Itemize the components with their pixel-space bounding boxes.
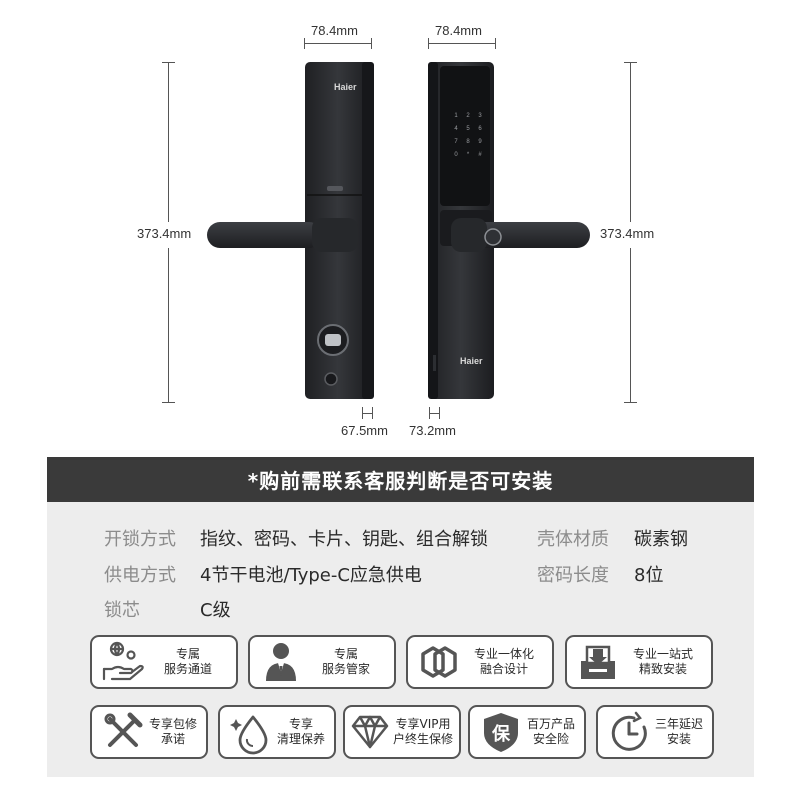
lock-drawing: Haier Haier 1 2 3 4 5 6 7 8 9 0 * #	[207, 62, 590, 399]
install-box-icon	[575, 639, 621, 685]
clock-icon	[606, 709, 652, 755]
brand-logo-front: Haier	[460, 356, 483, 366]
service-badge-vip: 专享VIP用户终生保修	[343, 705, 461, 759]
butler-icon	[258, 639, 304, 685]
keypad-key: 1	[454, 113, 458, 119]
install-notice: *购前需联系客服判断是否可安装	[47, 457, 754, 502]
keypad-key: 6	[478, 126, 482, 132]
keypad-key: 3	[478, 113, 482, 119]
height-line-right	[630, 62, 631, 222]
keypad-key: *	[467, 152, 470, 158]
service-badge-design: 专业一体化融合设计	[406, 635, 554, 689]
keypad-key: 8	[466, 139, 470, 145]
width-label-left: 78.4mm	[311, 23, 358, 38]
keypad-key: 0	[454, 152, 458, 158]
keypad: 1 2 3 4 5 6 7 8 9 0 * #	[454, 113, 482, 158]
keypad-key: 9	[478, 139, 482, 145]
tools-icon	[100, 709, 146, 755]
keypad-key: 4	[454, 126, 458, 132]
fingerprint-sensor	[484, 228, 502, 246]
lock-back-view	[207, 62, 374, 399]
service-badge-repair: 专享包修承诺	[90, 705, 208, 759]
width-line-right	[428, 43, 496, 44]
service-badge-insurance: 保 百万产品安全险	[468, 705, 586, 759]
service-badge-install: 专业一站式精致安装	[565, 635, 713, 689]
keypad-key: 7	[454, 139, 458, 145]
diamond-icon	[347, 709, 393, 755]
width-line-left	[304, 43, 372, 44]
service-badge-butler: 专属服务管家	[248, 635, 396, 689]
height-label-left: 373.4mm	[137, 226, 192, 241]
thickness-label-left: 67.5mm	[341, 423, 388, 438]
service-badge-delay: 三年延迟安装	[596, 705, 714, 759]
height-line-left	[168, 62, 169, 222]
hand-globe-icon	[100, 639, 146, 685]
water-drop-icon	[228, 709, 274, 755]
product-illustration: Haier Haier 1 2 3 4 5 6 7 8 9 0 * # 78.4mm 78.4mm 3…	[137, 23, 655, 438]
keypad-key: 2	[466, 113, 470, 119]
shield-bao-icon: 保	[478, 709, 524, 755]
keypad-key: #	[478, 152, 482, 158]
hexagon-link-icon	[416, 639, 462, 685]
svg-text:保: 保	[491, 723, 511, 745]
lock-front-view	[428, 62, 590, 399]
width-label-right: 78.4mm	[435, 23, 482, 38]
service-badge-channel: 专属服务通道	[90, 635, 238, 689]
height-label-right: 373.4mm	[600, 226, 655, 241]
keypad-key: 5	[466, 126, 470, 132]
thickness-label-right: 73.2mm	[409, 423, 456, 438]
brand-logo-back-text: Haier	[334, 82, 357, 92]
service-badge-cleaning: 专享清理保养	[218, 705, 336, 759]
